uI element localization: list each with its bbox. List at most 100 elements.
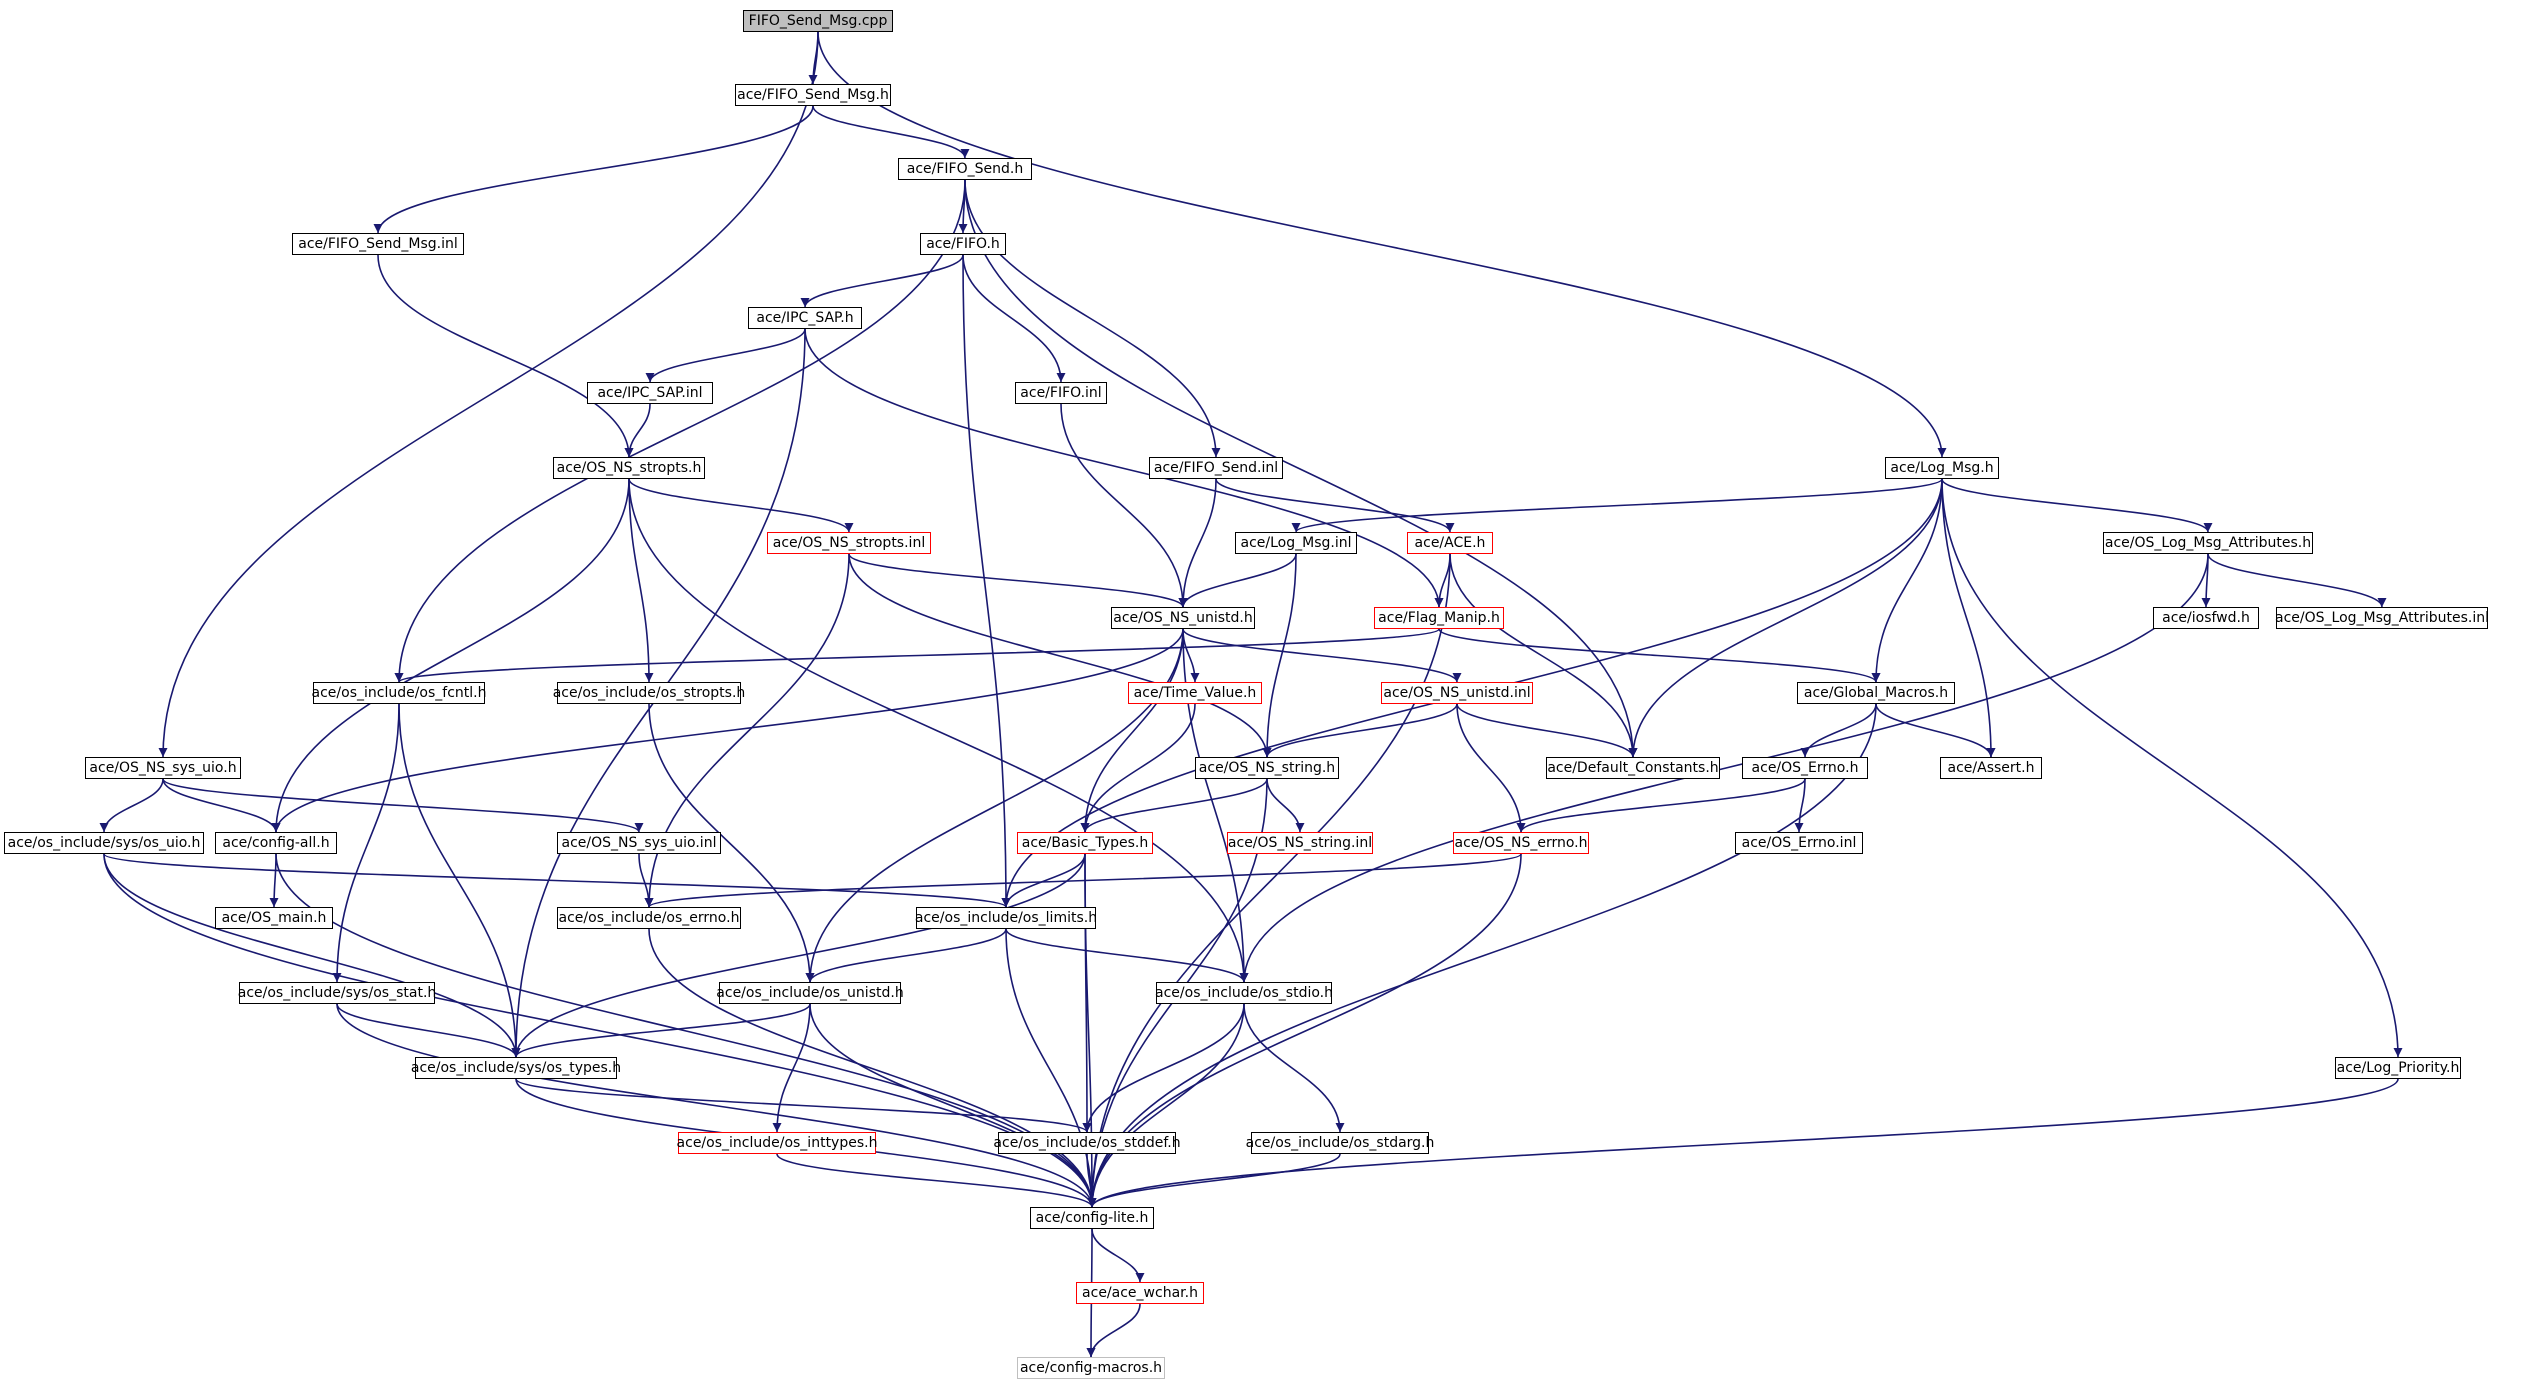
node-os-ns-unistd-inl[interactable]: ace/OS_NS_unistd.inl — [1381, 682, 1533, 704]
node-fifo-send-h[interactable]: ace/FIFO_Send.h — [898, 158, 1032, 180]
edge-os-ns-stropts-h-to-os-ns-stropts-inl — [628, 478, 854, 533]
node-log-msg-h[interactable]: ace/Log_Msg.h — [1885, 457, 1999, 479]
edge-flag-manip-h-to-os-fcntl-h — [394, 628, 1440, 683]
node-os-limits-h[interactable]: ace/os_include/os_limits.h — [915, 907, 1097, 929]
edge-log-msg-h-to-global-macros-h — [1871, 478, 1943, 683]
edge-os-ns-stropts-h-to-os-stropts-h — [628, 478, 654, 683]
edge-os-ns-sys-uio-h-to-config-all-h — [162, 778, 281, 833]
edge-os-fcntl-h-to-sys-os-types-h — [398, 703, 521, 1058]
node-assert-h[interactable]: ace/Assert.h — [1940, 757, 2042, 779]
node-os-log-msg-attributes-h[interactable]: ace/OS_Log_Msg_Attributes.h — [2103, 532, 2313, 554]
edge-os-limits-h-to-os-unistd-h-inc — [805, 928, 1007, 983]
edge-os-errno-h-to-os-ns-errno-h — [1516, 778, 1806, 833]
edge-global-macros-h-to-assert-h — [1875, 703, 1996, 758]
node-time-value-h[interactable]: ace/Time_Value.h — [1128, 682, 1262, 704]
edge-log-msg-h-to-default-constants-h — [1628, 478, 1943, 758]
node-fifo-h[interactable]: ace/FIFO.h — [920, 233, 1006, 255]
node-global-macros-h[interactable]: ace/Global_Macros.h — [1797, 682, 1955, 704]
edge-fifo-send-inl-to-ace-h — [1215, 478, 1455, 533]
node-os-ns-string-h[interactable]: ace/OS_NS_string.h — [1195, 757, 1339, 779]
node-os-ns-stropts-inl[interactable]: ace/OS_NS_stropts.inl — [767, 532, 931, 554]
edge-config-all-h-to-os-main-h — [269, 853, 279, 908]
edge-os-ns-sys-uio-h-to-sys-os-uio-h — [99, 778, 164, 833]
edge-os-stropts-h-to-os-unistd-h-inc — [648, 703, 815, 983]
node-os-ns-string-inl[interactable]: ace/OS_NS_string.inl — [1227, 832, 1373, 854]
node-log-priority-h[interactable]: ace/Log_Priority.h — [2335, 1057, 2461, 1079]
edge-ipc-sap-inl-to-os-ns-stropts-h — [624, 403, 651, 458]
edge-time-value-h-to-basic-types-h — [1080, 703, 1196, 833]
node-os-ns-sys-uio-inl[interactable]: ace/OS_NS_sys_uio.inl — [557, 832, 721, 854]
node-os-ns-errno-h[interactable]: ace/OS_NS_errno.h — [1453, 832, 1589, 854]
edge-fifo-send-h-to-fifo-send-inl — [964, 179, 1221, 458]
edge-os-errno-h-inc-to-config-lite-h — [648, 928, 1097, 1208]
node-os-ns-sys-uio-h[interactable]: ace/OS_NS_sys_uio.h — [85, 757, 241, 779]
edge-ipc-sap-h-to-flag-manip-h — [804, 328, 1444, 608]
node-os-stdarg-h[interactable]: ace/os_include/os_stdarg.h — [1246, 1132, 1434, 1154]
edge-os-ns-unistd-inl-to-default-constants-h — [1456, 703, 1638, 758]
edge-os-ns-errno-h-to-os-errno-h-inc — [644, 853, 1522, 908]
node-iosfwd-h[interactable]: ace/iosfwd.h — [2153, 607, 2259, 629]
edge-fifo-send-msg-cpp-to-log-msg-h — [817, 31, 1947, 458]
edge-os-limits-h-to-config-lite-h — [1005, 928, 1097, 1208]
node-config-macros-h[interactable]: ace/config-macros.h — [1017, 1357, 1165, 1379]
node-os-main-h[interactable]: ace/OS_main.h — [215, 907, 333, 929]
edge-os-ns-stropts-h-to-os-stdio-h — [628, 478, 1249, 983]
edge-fifo-send-inl-to-os-ns-unistd-h — [1178, 478, 1217, 608]
edge-os-ns-string-h-to-basic-types-h — [1080, 778, 1268, 833]
edge-ace-h-to-config-lite-h — [1087, 553, 1451, 1208]
edge-os-ns-unistd-h-to-config-all-h — [271, 628, 1184, 833]
node-os-errno-inl[interactable]: ace/OS_Errno.inl — [1735, 832, 1863, 854]
edge-os-unistd-h-inc-to-sys-os-types-h — [511, 1003, 811, 1058]
node-ipc-sap-inl[interactable]: ace/IPC_SAP.inl — [587, 382, 713, 404]
edge-os-unistd-h-inc-to-os-inttypes-h — [772, 1003, 811, 1133]
node-sys-os-types-h[interactable]: ace/os_include/sys/os_types.h — [411, 1057, 621, 1079]
edge-os-stdio-h-to-os-stdarg-h — [1243, 1003, 1345, 1133]
edge-log-msg-h-to-assert-h — [1941, 478, 1996, 758]
edge-fifo-send-h-to-default-constants-h — [964, 179, 1638, 758]
edge-fifo-send-msg-h-to-fifo-send-msg-inl — [373, 105, 814, 234]
node-config-all-h[interactable]: ace/config-all.h — [215, 832, 337, 854]
node-basic-types-h[interactable]: ace/Basic_Types.h — [1017, 832, 1153, 854]
node-os-log-msg-attributes-inl[interactable]: ace/OS_Log_Msg_Attributes.inl — [2275, 607, 2489, 629]
node-os-errno-h-inc[interactable]: ace/os_include/os_errno.h — [557, 907, 741, 929]
node-os-inttypes-h[interactable]: ace/os_include/os_inttypes.h — [677, 1132, 877, 1154]
node-os-stdio-h[interactable]: ace/os_include/os_stdio.h — [1155, 982, 1333, 1004]
node-os-stddef-h[interactable]: ace/os_include/os_stddef.h — [993, 1132, 1181, 1154]
node-os-errno-h[interactable]: ace/OS_Errno.h — [1742, 757, 1868, 779]
edge-fifo-h-to-ipc-sap-h — [800, 254, 964, 308]
node-fifo-send-msg-inl[interactable]: ace/FIFO_Send_Msg.inl — [292, 233, 464, 255]
node-os-unistd-h-inc[interactable]: ace/os_include/os_unistd.h — [716, 982, 904, 1004]
node-os-ns-stropts-h[interactable]: ace/OS_NS_stropts.h — [553, 457, 705, 479]
node-fifo-send-inl[interactable]: ace/FIFO_Send.inl — [1149, 457, 1283, 479]
edge-global-macros-h-to-config-lite-h — [1087, 703, 1877, 1208]
node-config-lite-h[interactable]: ace/config-lite.h — [1030, 1207, 1154, 1229]
node-os-ns-unistd-h[interactable]: ace/OS_NS_unistd.h — [1111, 607, 1255, 629]
edge-os-ns-unistd-h-to-basic-types-h — [1080, 628, 1184, 833]
edge-os-ns-unistd-h-to-os-ns-unistd-inl — [1182, 628, 1462, 683]
node-flag-manip-h[interactable]: ace/Flag_Manip.h — [1374, 607, 1504, 629]
edge-os-errno-h-to-os-errno-inl — [1794, 778, 1806, 833]
node-default-constants-h[interactable]: ace/Default_Constants.h — [1546, 757, 1720, 779]
node-fifo-send-msg-h[interactable]: ace/FIFO_Send_Msg.h — [735, 84, 891, 106]
edge-os-inttypes-h-to-config-lite-h — [776, 1153, 1097, 1208]
node-fifo-inl[interactable]: ace/FIFO.inl — [1015, 382, 1107, 404]
node-sys-os-uio-h[interactable]: ace/os_include/sys/os_uio.h — [4, 832, 204, 854]
edge-os-log-msg-attributes-h-to-os-stdio-h — [1239, 553, 2209, 983]
node-os-stropts-h[interactable]: ace/os_include/os_stropts.h — [553, 682, 745, 704]
edge-fifo-send-msg-cpp-to-os-ns-sys-uio-h — [158, 31, 819, 758]
node-ace-wchar-h[interactable]: ace/ace_wchar.h — [1076, 1282, 1204, 1304]
edge-config-lite-h-to-ace-wchar-h — [1091, 1228, 1145, 1283]
edge-fifo-h-to-os-limits-h — [962, 254, 1011, 908]
edge-flag-manip-h-to-global-macros-h — [1438, 628, 1881, 683]
node-os-fcntl-h[interactable]: ace/os_include/os_fcntl.h — [312, 682, 486, 704]
node-log-msg-inl[interactable]: ace/Log_Msg.inl — [1235, 532, 1357, 554]
edge-basic-types-h-to-os-limits-h — [1001, 853, 1086, 908]
edge-os-ns-stropts-inl-to-os-ns-unistd-h — [848, 553, 1188, 608]
edge-os-ns-errno-h-to-config-lite-h — [1087, 853, 1522, 1208]
edge-os-ns-stropts-h-to-config-all-h — [271, 478, 630, 833]
node-fifo-send-msg-cpp[interactable]: FIFO_Send_Msg.cpp — [743, 10, 893, 32]
node-sys-os-stat-h[interactable]: ace/os_include/sys/os_stat.h — [238, 982, 436, 1004]
edge-global-macros-h-to-os-errno-h — [1800, 703, 1877, 758]
node-ipc-sap-h[interactable]: ace/IPC_SAP.h — [748, 307, 862, 329]
node-ace-h[interactable]: ace/ACE.h — [1407, 532, 1493, 554]
